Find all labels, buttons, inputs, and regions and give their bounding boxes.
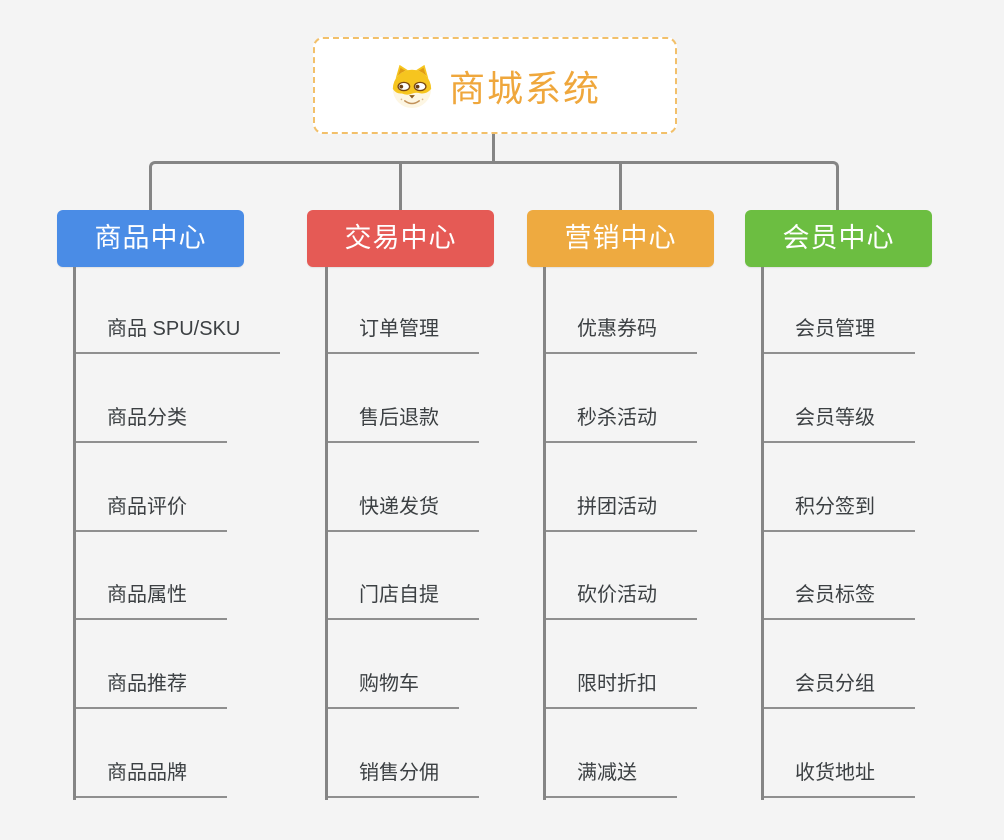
root-node[interactable]: 商城系统 [313, 37, 677, 134]
root-title: 商城系统 [448, 67, 601, 109]
leaf-node[interactable]: 优惠券码 [546, 316, 697, 354]
connector-rail-left [149, 161, 493, 210]
connector-branch-stub [399, 161, 402, 210]
leaf-node[interactable]: 快递发货 [328, 494, 479, 532]
branch-children-trade: 订单管理 售后退款 快递发货 门店自提 购物车 销售分佣 [325, 267, 479, 800]
connector-branch-stub [619, 161, 622, 210]
leaf-node[interactable]: 限时折扣 [546, 671, 697, 709]
connector-root-stub [492, 133, 495, 163]
leaf-node[interactable]: 会员管理 [764, 316, 915, 354]
branch-node-marketing[interactable]: 营销中心 [527, 210, 714, 267]
branch-children-product: 商品 SPU/SKU 商品分类 商品评价 商品属性 商品推荐 商品品牌 [73, 267, 281, 800]
leaf-node[interactable]: 商品评价 [76, 494, 227, 532]
leaf-node[interactable]: 商品推荐 [76, 671, 227, 709]
branch-node-trade[interactable]: 交易中心 [307, 210, 494, 267]
branch-node-product[interactable]: 商品中心 [57, 210, 244, 267]
leaf-node[interactable]: 收货地址 [764, 760, 915, 798]
leaf-node[interactable]: 商品属性 [76, 582, 227, 620]
leaf-node[interactable]: 售后退款 [328, 405, 479, 443]
leaf-node[interactable]: 购物车 [328, 671, 459, 709]
dog-face-icon [389, 63, 435, 109]
leaf-node[interactable]: 商品分类 [76, 405, 227, 443]
branch-children-member: 会员管理 会员等级 积分签到 会员标签 会员分组 收货地址 [761, 267, 915, 800]
leaf-node[interactable]: 订单管理 [328, 316, 479, 354]
leaf-node[interactable]: 会员标签 [764, 582, 915, 620]
leaf-node[interactable]: 商品品牌 [76, 760, 227, 798]
leaf-node[interactable]: 满减送 [546, 760, 677, 798]
branch-children-marketing: 优惠券码 秒杀活动 拼团活动 砍价活动 限时折扣 满减送 [543, 267, 697, 800]
leaf-node[interactable]: 销售分佣 [328, 760, 479, 798]
branch-node-member[interactable]: 会员中心 [745, 210, 932, 267]
leaf-node[interactable]: 会员等级 [764, 405, 915, 443]
leaf-node[interactable]: 门店自提 [328, 582, 479, 620]
leaf-node[interactable]: 会员分组 [764, 671, 915, 709]
leaf-node[interactable]: 积分签到 [764, 494, 915, 532]
leaf-node[interactable]: 砍价活动 [546, 582, 697, 620]
leaf-node[interactable]: 秒杀活动 [546, 405, 697, 443]
leaf-node[interactable]: 商品 SPU/SKU [76, 316, 281, 354]
connector-rail-right [493, 161, 839, 210]
leaf-node[interactable]: 拼团活动 [546, 494, 697, 532]
